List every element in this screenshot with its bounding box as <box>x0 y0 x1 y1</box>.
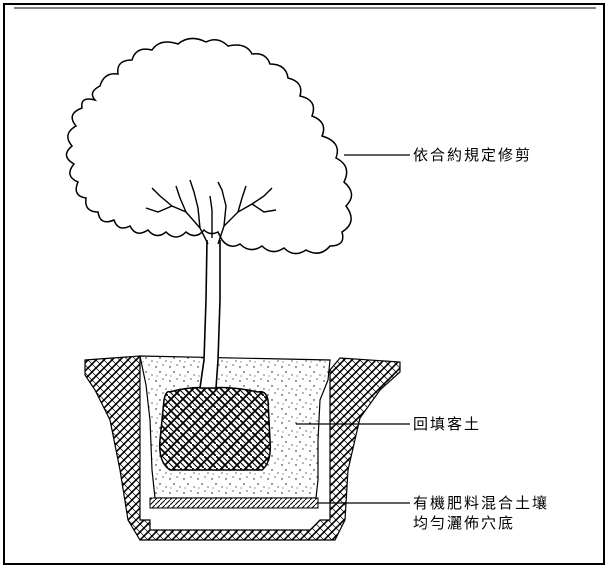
fertilizer-layer <box>149 497 319 509</box>
tree-trunk <box>199 239 221 389</box>
root-ball <box>158 386 272 471</box>
surrounding-soil <box>84 355 401 541</box>
fertilizer-label-line1: 有機肥料混合土壤 <box>413 494 550 512</box>
tree-crown <box>65 37 353 255</box>
backfill-label: 回填客土 <box>413 415 482 433</box>
fertilizer-label-line2: 均勻灑佈穴底 <box>413 514 516 532</box>
tree-branches <box>145 179 277 245</box>
pruning-label: 依合約規定修剪 <box>413 146 533 164</box>
